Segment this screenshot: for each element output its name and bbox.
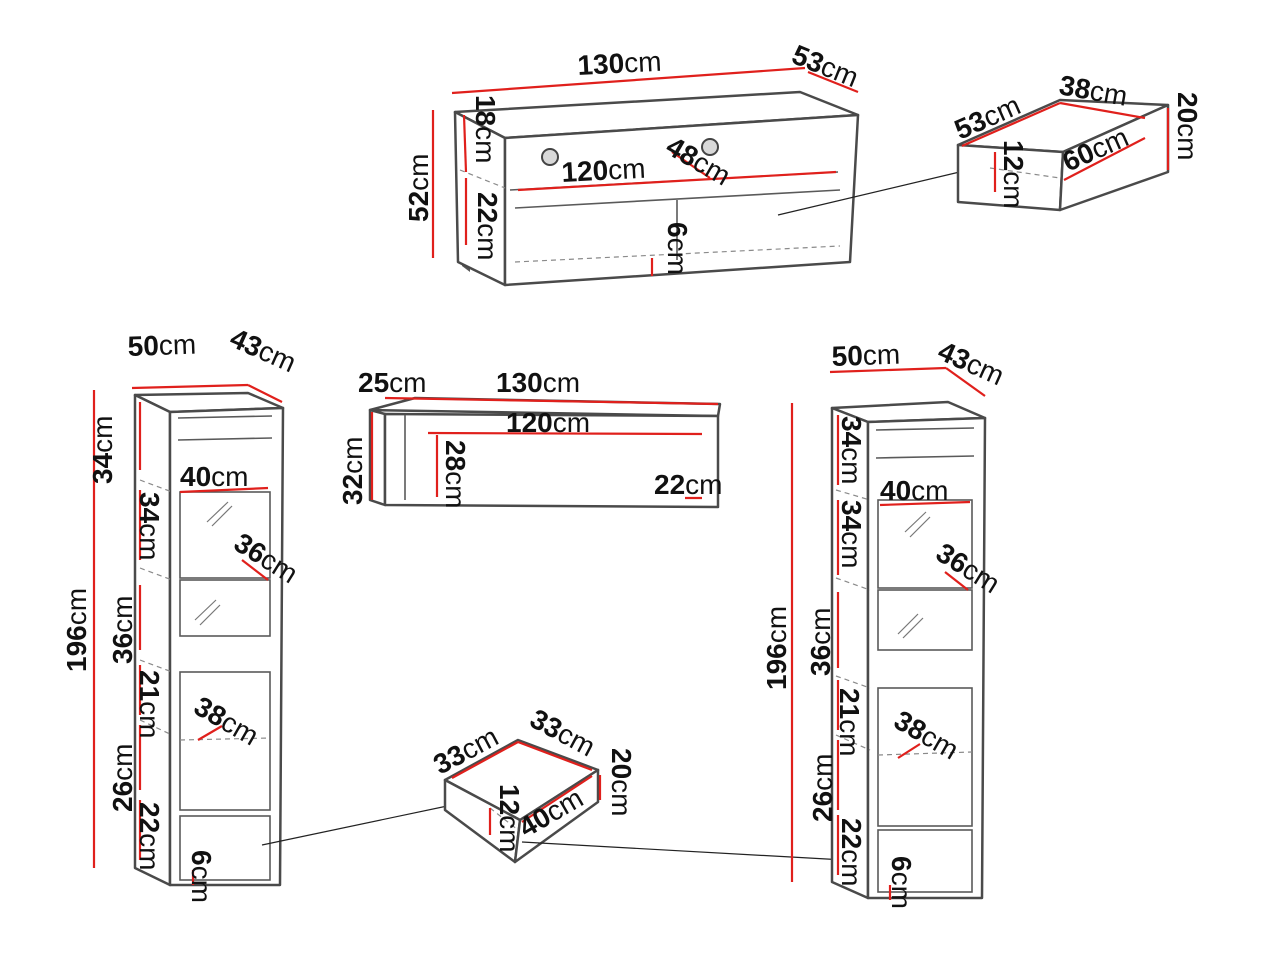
tv-cabinet-front — [503, 113, 860, 287]
tv-cabinet — [431, 66, 969, 287]
right-plinth-label: 6cm — [886, 856, 917, 909]
right-drawer-label: 22cm — [836, 818, 867, 886]
knob-icon — [541, 148, 559, 166]
small-drawer-front — [513, 768, 600, 864]
right-width-label: 50cm — [831, 339, 901, 372]
wall-shelf — [368, 396, 722, 509]
wall-shelf-inner-width-label: 120cm — [506, 407, 590, 438]
large-drawer — [956, 98, 1170, 212]
left-section-2-label: 34cm — [134, 492, 165, 560]
tv-inner-width-label: 120cm — [561, 153, 647, 188]
left-width-label: 50cm — [127, 329, 197, 362]
wall-shelf-inner-height-label: 28cm — [440, 440, 471, 508]
right-depth-label: 43cm — [934, 335, 1009, 391]
left-plinth-label: 6cm — [186, 850, 217, 903]
large-drawer-front — [1058, 103, 1170, 212]
left-cabinet-front — [168, 406, 285, 887]
wall-shelf-front — [383, 412, 720, 509]
left-depth-label: 43cm — [226, 322, 301, 378]
right-inner-width-label: 40cm — [880, 475, 948, 506]
left-section-4-label: 21cm — [134, 670, 165, 738]
tv-width-label: 130cm — [577, 46, 663, 81]
tv-depth-label: 53cm — [788, 39, 863, 93]
wall-shelf-depth-label: 25cm — [358, 367, 426, 398]
large-drawer-inner-height-label: 12cm — [998, 140, 1029, 208]
right-cabinet — [790, 366, 987, 900]
left-section-5-label: 26cm — [107, 744, 138, 812]
left-inner-width-label: 40cm — [180, 461, 248, 492]
right-section-2-label: 34cm — [836, 500, 867, 568]
wall-shelf-inner-depth-label: 22cm — [654, 469, 722, 500]
right-height-label: 196cm — [761, 606, 792, 690]
tv-drawer-height-label: 22cm — [472, 192, 503, 260]
right-cabinet-front — [866, 416, 987, 900]
small-drawer-inner-height-label: 12cm — [494, 784, 525, 852]
right-section-3-label: 36cm — [805, 608, 836, 676]
left-section-3-label: 36cm — [107, 596, 138, 664]
wall-shelf-width-label: 130cm — [496, 367, 580, 398]
small-drawer — [443, 738, 881, 864]
right-top-section-label: 34cm — [836, 416, 867, 484]
knob-icon — [701, 138, 719, 156]
left-cabinet — [92, 383, 453, 887]
small-drawer-height-label: 20cm — [606, 748, 637, 816]
right-section-5-label: 26cm — [807, 754, 838, 822]
left-height-label: 196cm — [61, 588, 92, 672]
large-drawer-width-label: 38cm — [1057, 69, 1130, 111]
tv-plinth-label: 6cm — [662, 222, 693, 275]
large-drawer-height-label: 20cm — [1172, 92, 1203, 160]
left-top-section-label: 34cm — [87, 416, 118, 484]
tv-height-label: 52cm — [403, 154, 434, 222]
wall-shelf-height-label: 32cm — [337, 437, 368, 505]
tv-top-shelf-label: 18cm — [470, 95, 501, 163]
right-section-4-label: 21cm — [834, 688, 865, 756]
left-drawer-label: 22cm — [134, 802, 165, 870]
